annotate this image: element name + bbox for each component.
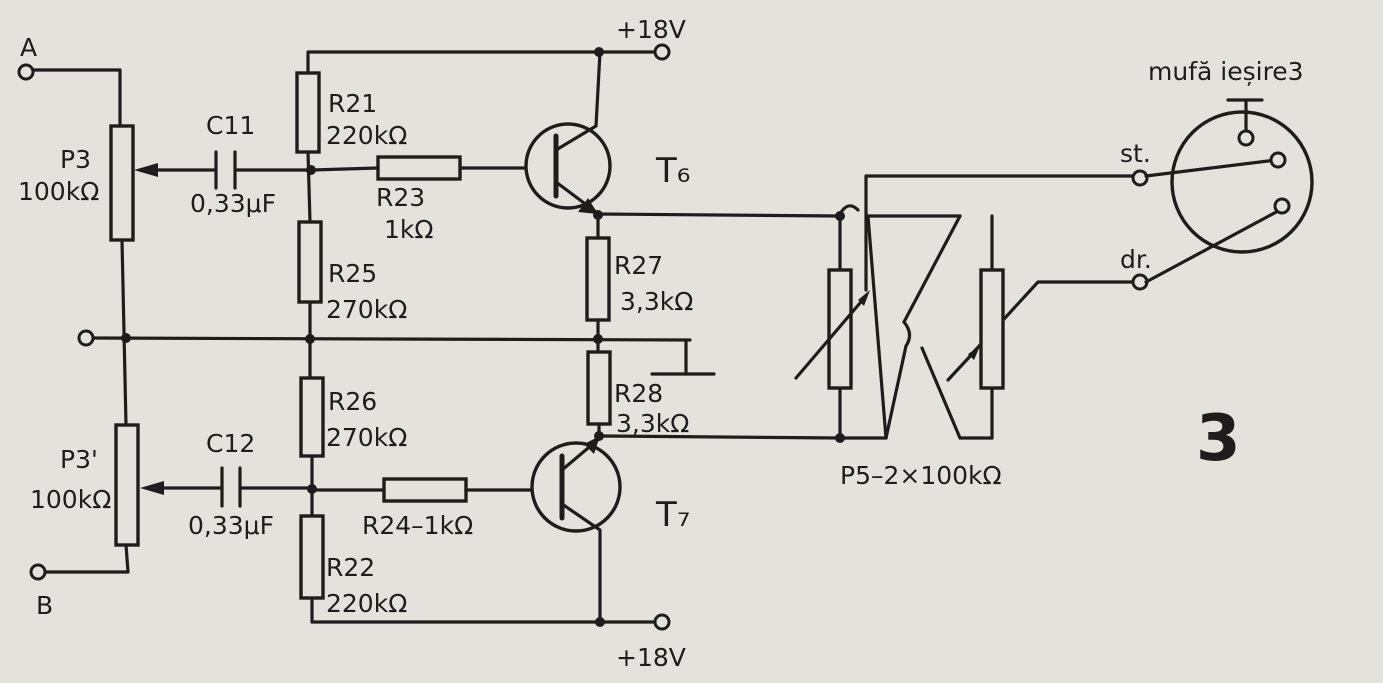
label-p5: P5–2×100kΩ bbox=[840, 461, 1002, 490]
label-p3b-name: P3' bbox=[60, 445, 98, 474]
label-out-right: dr. bbox=[1120, 245, 1152, 274]
resistor-r24 bbox=[382, 477, 468, 503]
resistor-r28 bbox=[586, 350, 612, 426]
label-r27-value: 3,3kΩ bbox=[620, 287, 693, 316]
label-c12-name: C12 bbox=[206, 429, 255, 458]
transistor-t7 bbox=[530, 436, 622, 624]
label-connector-title: mufă ieșire3 bbox=[1148, 57, 1304, 86]
label-r22-name: R22 bbox=[326, 553, 375, 582]
terminal-a bbox=[17, 63, 35, 81]
junction-dots bbox=[121, 47, 845, 627]
label-r25-value: 270kΩ bbox=[326, 295, 407, 324]
label-r24: R24–1kΩ bbox=[362, 511, 473, 540]
resistor-r26 bbox=[299, 376, 325, 458]
label-r28-value: 3,3kΩ bbox=[616, 409, 689, 438]
label-c11-name: C11 bbox=[206, 111, 255, 140]
transistor-t6 bbox=[524, 50, 612, 214]
label-p3-value: 100kΩ bbox=[18, 177, 99, 206]
potentiometer-p3 bbox=[109, 124, 135, 242]
resistor-r25 bbox=[297, 220, 323, 304]
resistor-r27 bbox=[585, 236, 611, 322]
label-r27-name: R27 bbox=[614, 251, 663, 280]
label-r26-name: R26 bbox=[328, 387, 377, 416]
potentiometer-p5a bbox=[827, 268, 853, 390]
p5a-adjust-arrow bbox=[794, 294, 868, 380]
label-r25-name: R25 bbox=[328, 259, 377, 288]
label-terminal-b: B bbox=[36, 591, 53, 620]
label-supply-top: +18V bbox=[616, 15, 686, 44]
label-c12-value: 0,33μF bbox=[188, 511, 274, 540]
p3-wiper-arrow bbox=[134, 163, 158, 177]
output-connector bbox=[1170, 98, 1314, 254]
figure-number: 3 bbox=[1196, 402, 1241, 476]
resistor-r22 bbox=[299, 514, 325, 600]
output-left-terminal bbox=[1131, 169, 1149, 187]
resistor-r21 bbox=[295, 71, 321, 154]
label-supply-bottom: +18V bbox=[616, 643, 686, 672]
capacitor-c11 bbox=[214, 150, 237, 190]
potentiometer-p5b bbox=[979, 268, 1005, 390]
label-r22-value: 220kΩ bbox=[326, 589, 407, 618]
p5-wiring bbox=[838, 174, 1138, 440]
label-out-left: st. bbox=[1120, 139, 1151, 168]
supply-top-terminal bbox=[653, 43, 671, 61]
label-r28-name: R28 bbox=[614, 379, 663, 408]
label-terminal-a: A bbox=[20, 33, 37, 62]
capacitor-c12 bbox=[220, 466, 242, 508]
resistor-r23 bbox=[376, 155, 462, 181]
label-r21-name: R21 bbox=[328, 89, 377, 118]
label-r21-value: 220kΩ bbox=[326, 121, 407, 150]
ground-terminal bbox=[77, 329, 95, 347]
label-c11-value: 0,33μF bbox=[190, 189, 276, 218]
p3b-wiper-arrow bbox=[140, 481, 164, 495]
label-t7: T₇ bbox=[655, 495, 690, 535]
label-p3b-value: 100kΩ bbox=[30, 485, 111, 514]
label-r23-value: 1kΩ bbox=[384, 215, 434, 244]
p5b-adjust-arrow bbox=[946, 350, 976, 382]
label-r26-value: 270kΩ bbox=[326, 423, 407, 452]
label-r23-name: R23 bbox=[376, 183, 425, 212]
label-t6: T₆ bbox=[655, 151, 690, 191]
terminal-b bbox=[29, 563, 47, 581]
label-p3-name: P3 bbox=[60, 145, 91, 174]
supply-bottom-terminal bbox=[653, 613, 671, 631]
potentiometer-p3b bbox=[114, 423, 140, 547]
